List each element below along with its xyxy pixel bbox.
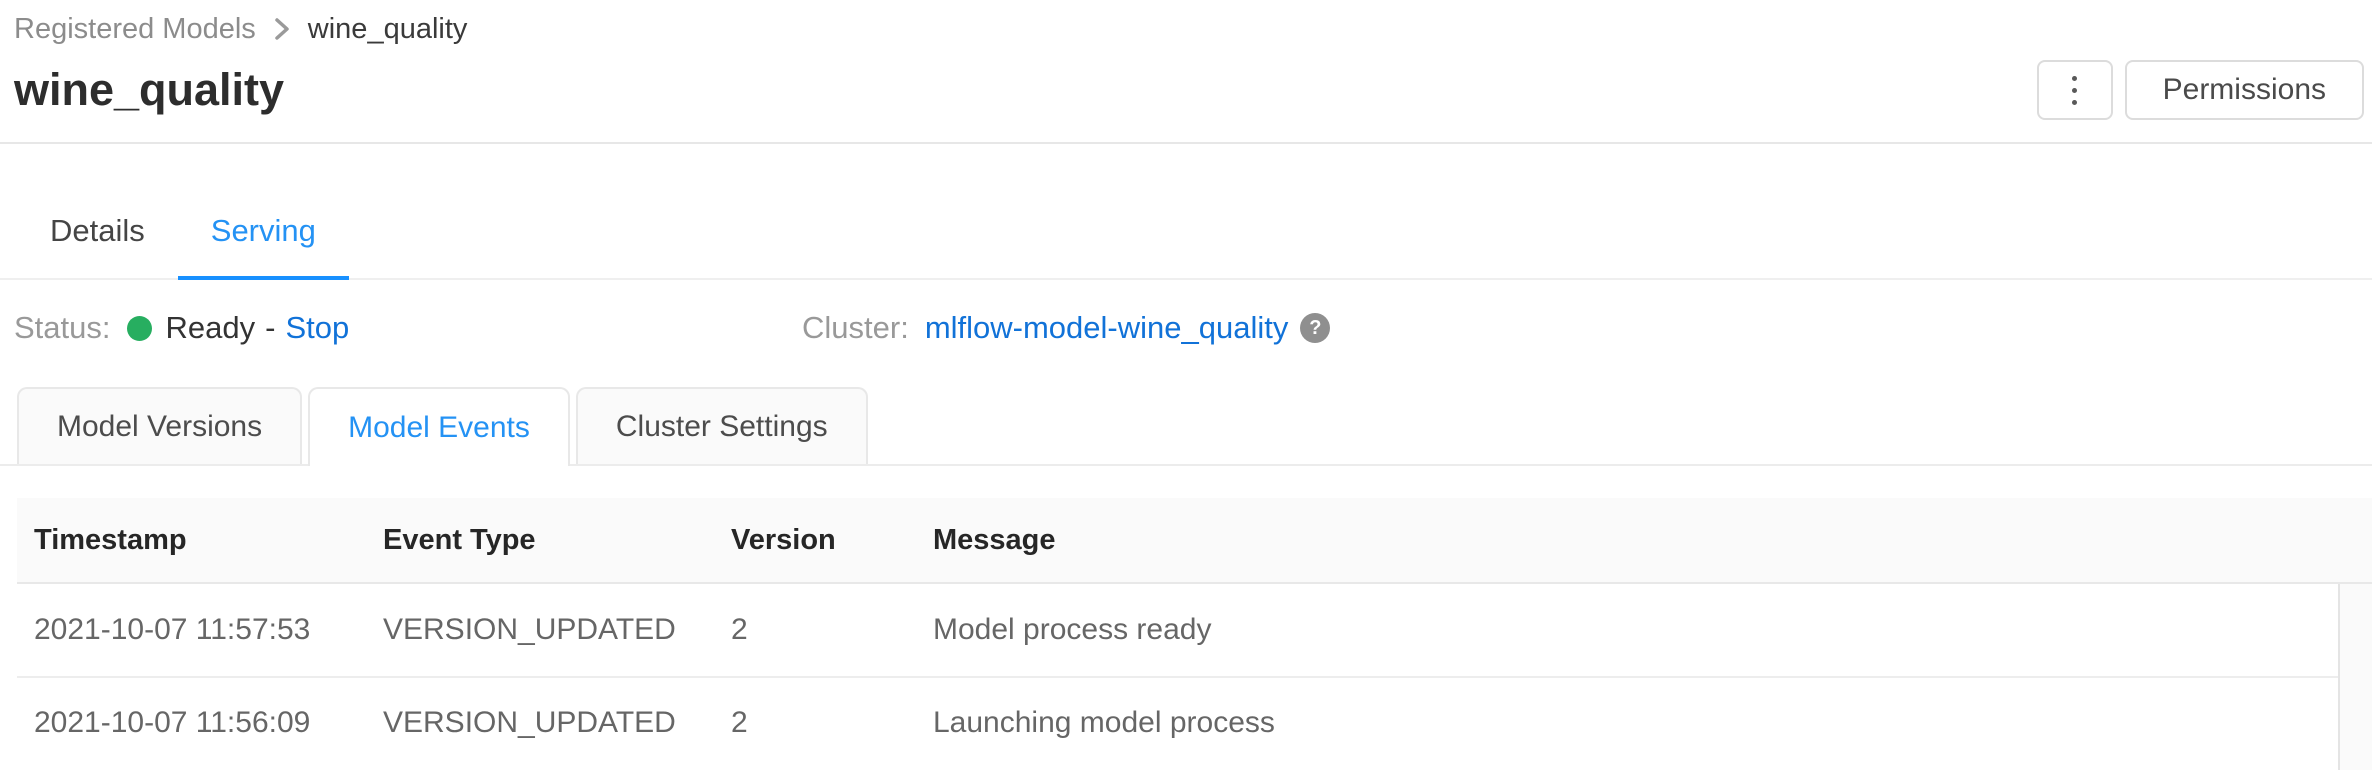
table-header-row: Timestamp Event Type Version Message — [17, 498, 2372, 584]
cell-version: 2 — [731, 613, 748, 646]
cell-message: Launching model process — [933, 706, 1275, 739]
cell-event-type: VERSION_UPDATED — [383, 706, 676, 739]
cell-timestamp: 2021-10-07 11:57:53 — [34, 613, 311, 646]
serving-sub-tab-bar: Model Versions Model Events Cluster Sett… — [0, 387, 2372, 466]
model-events-table: Timestamp Event Type Version Message 202… — [17, 498, 2372, 770]
breadcrumb-current-item: wine_quality — [307, 12, 468, 45]
cluster-label: Cluster: — [802, 310, 909, 345]
question-mark-icon[interactable]: ? — [1300, 313, 1331, 343]
status-value: Ready — [165, 310, 256, 345]
breadcrumb: Registered Models wine_quality — [14, 12, 2364, 46]
column-header-message: Message — [933, 523, 1056, 556]
stop-serving-link[interactable]: Stop — [285, 310, 350, 345]
header-divider — [0, 142, 2372, 144]
cluster-group: Cluster: mlflow-model-wine_quality ? — [802, 306, 1331, 350]
serving-status-row: Status: Ready - Stop Cluster: mlflow-mod… — [0, 306, 2372, 350]
tab-model-versions[interactable]: Model Versions — [17, 387, 303, 464]
tab-serving[interactable]: Serving — [177, 184, 349, 280]
more-actions-button[interactable] — [2036, 60, 2113, 120]
tab-cluster-settings[interactable]: Cluster Settings — [575, 387, 868, 464]
breadcrumb-registered-models-link[interactable]: Registered Models — [14, 12, 256, 45]
header-actions: Permissions — [2036, 60, 2364, 120]
permissions-button[interactable]: Permissions — [2124, 60, 2364, 120]
table-scrollbar-track[interactable] — [2338, 584, 2372, 770]
kebab-menu-icon — [2072, 75, 2078, 105]
tab-model-events[interactable]: Model Events — [308, 387, 570, 466]
page-header: Registered Models wine_quality wine_qual… — [0, 0, 2372, 120]
cluster-link[interactable]: mlflow-model-wine_quality — [924, 310, 1289, 345]
status-ready-dot-icon — [126, 315, 152, 341]
page-title: wine_quality — [14, 64, 285, 115]
status-separator: - — [265, 310, 276, 345]
status-label: Status: — [14, 310, 111, 345]
cell-version: 2 — [731, 706, 748, 739]
chevron-right-icon — [272, 14, 292, 44]
cell-message: Model process ready — [933, 613, 1212, 646]
main-tab-bar: Details Serving — [0, 184, 2372, 280]
cell-event-type: VERSION_UPDATED — [383, 613, 676, 646]
tab-details[interactable]: Details — [50, 213, 145, 248]
column-header-timestamp: Timestamp — [34, 523, 187, 556]
status-group: Status: Ready - Stop — [14, 306, 349, 350]
table-row: 2021-10-07 11:56:09 VERSION_UPDATED 2 La… — [17, 676, 2372, 768]
table-body: 2021-10-07 11:57:53 VERSION_UPDATED 2 Mo… — [17, 584, 2372, 770]
column-header-version: Version — [731, 523, 836, 556]
column-header-event-type: Event Type — [383, 523, 536, 556]
cell-timestamp: 2021-10-07 11:56:09 — [34, 706, 311, 739]
table-row: 2021-10-07 11:57:53 VERSION_UPDATED 2 Mo… — [17, 584, 2372, 676]
